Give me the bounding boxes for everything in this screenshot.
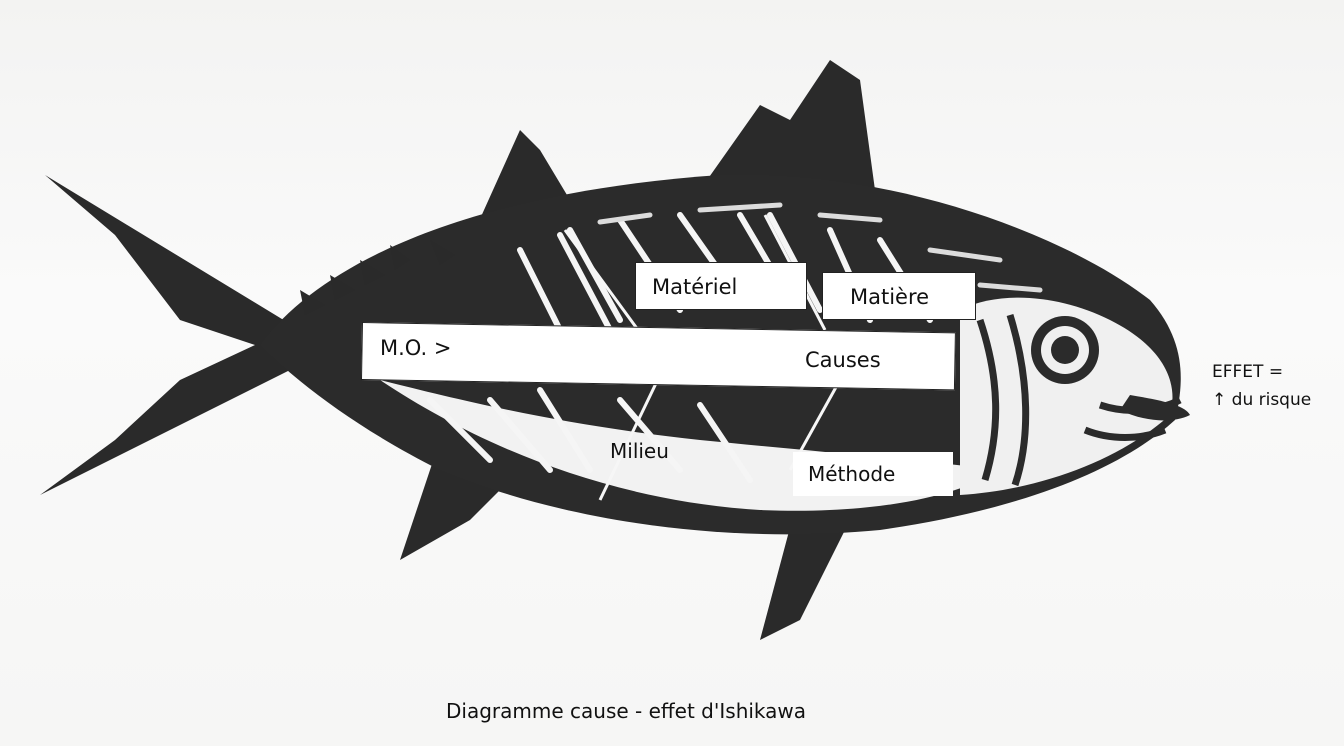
label-mo: M.O. > [380,338,451,359]
label-methode: Méthode [808,464,895,484]
label-milieu: Milieu [610,441,669,461]
tail-fin [40,175,300,495]
fish-eye [1031,316,1099,384]
label-matiere: Matière [850,287,929,308]
dorsal-fin-front [700,60,875,190]
effect-line-1: EFFET = [1212,364,1283,381]
label-materiel: Matériel [652,277,737,298]
label-causes: Causes [805,350,881,371]
effect-line-2: ↑ du risque [1212,392,1311,409]
diagram-caption: Diagramme cause - effet d'Ishikawa [446,701,806,721]
